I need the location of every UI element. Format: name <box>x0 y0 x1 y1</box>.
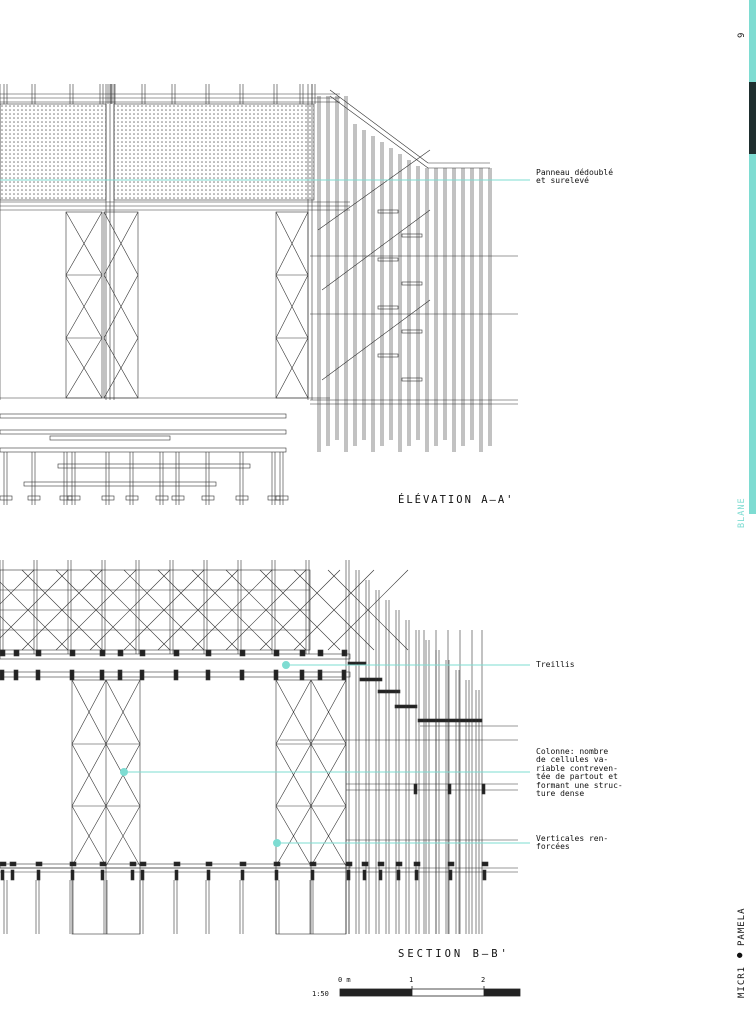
scale-ratio: 1:50 <box>312 990 329 998</box>
elevation-drawing <box>0 84 518 505</box>
sidebar-accent-top <box>749 0 756 82</box>
leader-lines <box>0 179 530 847</box>
section-column-right <box>275 679 347 935</box>
sidebar-accent-bottom <box>749 154 756 514</box>
section-stair <box>347 661 483 723</box>
section-lattice <box>0 560 409 654</box>
elevation-panel-right <box>113 103 315 201</box>
scale-label-1: 1 <box>409 976 414 984</box>
elevation-column-mid <box>103 211 139 399</box>
page-number: 9 <box>737 32 747 38</box>
annotation-verticales: Verticales ren- forcées <box>536 834 609 852</box>
sidebar-footer-left: MICR1 <box>737 965 747 998</box>
section-title: SECTION B–B' <box>398 948 510 960</box>
bullet-icon: ● <box>735 952 745 958</box>
annotation-treillis: Treillis <box>536 660 575 669</box>
sidebar-category: BLANE <box>737 497 747 528</box>
scale-label-2: 2 <box>481 976 486 984</box>
sidebar-dark-block <box>749 82 756 154</box>
annotation-panneau: Panneau dédoublé et surelevé <box>536 168 614 186</box>
section-column-left <box>71 679 141 935</box>
elevation-column-right <box>275 211 309 399</box>
section-drawing <box>0 560 518 935</box>
scale-label-0: 0 m <box>338 976 351 984</box>
elevation-panel-left <box>0 103 107 201</box>
elevation-column-left <box>65 211 103 399</box>
scale-bar <box>339 986 521 997</box>
elevation-title: ÉLÉVATION A–A' <box>398 494 515 506</box>
annotation-colonne: Colonne: nombre de cellules va- riable c… <box>536 747 623 799</box>
sidebar-footer-right: PAMELA <box>737 907 747 946</box>
